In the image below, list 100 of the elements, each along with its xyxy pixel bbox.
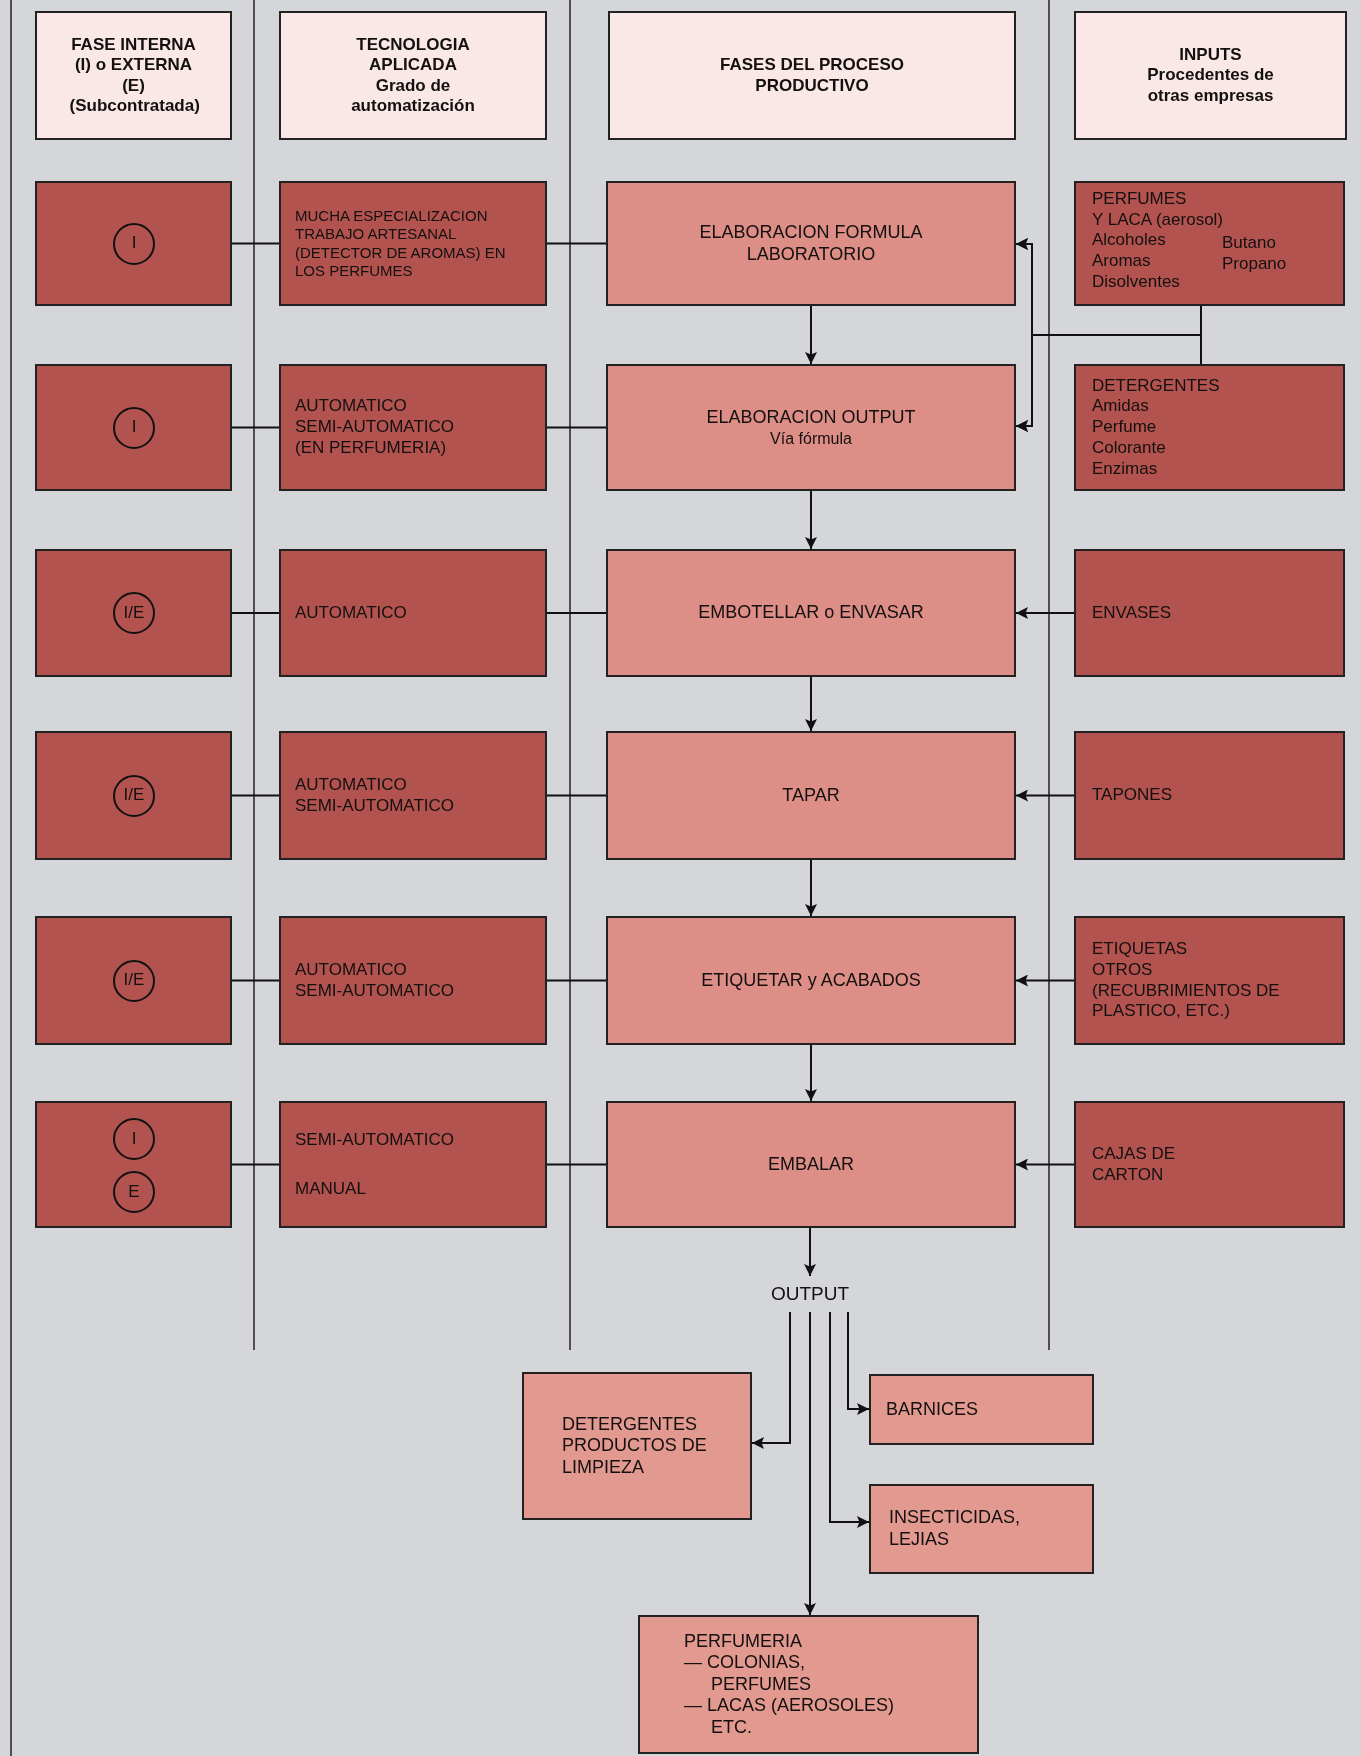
- box-text: ENVASES: [1092, 602, 1172, 624]
- box-text: FASE INTERNA (I) o EXTERNA (E) (Subcontratada): [69, 34, 198, 117]
- arrow: [1015, 789, 1075, 802]
- phase-type-circle: [113, 774, 155, 817]
- box-text: AUTOMATICO: [295, 959, 407, 981]
- box-text: PERFUMERIA: [684, 1630, 802, 1653]
- circle-label: I: [131, 233, 137, 254]
- input-box: [1074, 731, 1345, 860]
- arrow: [805, 305, 817, 365]
- phase-type-circle: [113, 592, 155, 634]
- box-text: Procedentes de otras empresas: [1146, 65, 1275, 107]
- box-text: (EN PERFUMERIA): [295, 437, 447, 459]
- box-text: OUTPUT: [770, 1283, 850, 1305]
- connector-line: [546, 612, 607, 614]
- box-text: Enzimas: [1092, 458, 1158, 480]
- box-text: ELABORACION OUTPUT: [706, 406, 916, 429]
- connector-line: [231, 612, 280, 614]
- box-text: (RECUBRIMIENTOS DE PLASTICO, ETC.): [1092, 980, 1281, 1022]
- box-text: MANUAL: [295, 1178, 366, 1200]
- circle-label: I/E: [123, 602, 145, 624]
- connector-line: [231, 426, 280, 429]
- circle-label: I/E: [123, 785, 145, 806]
- column-header: [1074, 11, 1347, 140]
- box-text: Alcoholes: [1092, 230, 1166, 252]
- box-text: DETERGENTES: [562, 1413, 698, 1436]
- technology-box: [279, 1101, 547, 1228]
- box-text: Y LACA (aerosol): [1092, 209, 1224, 231]
- process-box: [606, 181, 1016, 306]
- output-box: [638, 1615, 979, 1754]
- arrow: [1015, 974, 1075, 987]
- connector-line: [546, 242, 607, 245]
- box-text: AUTOMATICO: [295, 774, 407, 796]
- column-header: [608, 11, 1016, 140]
- box-text: AUTOMATICO: [295, 602, 407, 624]
- circle-label: E: [128, 1181, 140, 1203]
- output-box: [522, 1372, 752, 1520]
- connector-line: [546, 1163, 607, 1166]
- process-box: [606, 916, 1016, 1045]
- circle-label: I/E: [123, 970, 145, 991]
- connector-line: [231, 242, 280, 245]
- technology-box: [279, 181, 547, 306]
- input-box: [1074, 1101, 1345, 1228]
- input-box: [1074, 364, 1345, 491]
- box-text: TAPONES: [1092, 785, 1172, 806]
- phase-type-circle: [113, 222, 155, 265]
- arrow: [847, 1311, 870, 1415]
- arrow: [805, 490, 817, 550]
- arrow: [1015, 607, 1075, 619]
- connector-line: [546, 979, 607, 982]
- circle-label: I: [131, 1128, 137, 1150]
- box-text: EMBALAR: [768, 1153, 854, 1176]
- box-text: SEMI-AUTOMATICO: [295, 417, 454, 438]
- input-box: [1074, 916, 1345, 1045]
- phase-type-box: [35, 916, 232, 1045]
- phase-type-box: [35, 181, 232, 306]
- arrow: [805, 676, 817, 732]
- arrow: [804, 1227, 816, 1277]
- connector-line: [231, 979, 280, 982]
- phase-type-box: [35, 549, 232, 677]
- box-text: Propano: [1222, 254, 1287, 275]
- input-box: [1074, 181, 1345, 306]
- box-text: SEMI-AUTOMATICO: [295, 795, 454, 817]
- box-text: BARNICES: [886, 1398, 979, 1421]
- box-text: Butano: [1222, 233, 1276, 254]
- process-box: [606, 1101, 1016, 1228]
- arrow: [804, 1311, 816, 1616]
- box-text: FASES DEL PROCESO PRODUCTIVO: [719, 55, 905, 96]
- connector-line: [546, 426, 607, 429]
- box-text: MUCHA ESPECIALIZACION TRABAJO ARTESANAL (DETECTOR DE AROMAS) EN LOS PERFUMES: [295, 206, 507, 281]
- arrow: [1015, 334, 1202, 432]
- phase-type-circle: [113, 1118, 155, 1160]
- box-text: — LACAS (AEROSOLES) ETC.: [684, 1695, 896, 1739]
- arrow: [1015, 1158, 1075, 1171]
- box-text: ELABORACION FORMULA LABORATORIO: [698, 221, 924, 266]
- box-text: Disolventes: [1092, 271, 1180, 293]
- box-text: EMBOTELLAR o ENVASAR: [698, 602, 924, 624]
- technology-box: [279, 731, 547, 860]
- box-text: ETIQUETAR y ACABADOS: [701, 969, 921, 992]
- box-text: — COLONIAS, PERFUMES: [684, 1652, 812, 1696]
- phase-type-box: [35, 731, 232, 860]
- box-text: SEMI-AUTOMATICO: [295, 980, 454, 1002]
- box-text: PRODUCTOS DE LIMPIEZA: [562, 1435, 708, 1479]
- technology-box: [279, 916, 547, 1045]
- process-box: [606, 364, 1016, 491]
- box-text: CAJAS DE CARTON: [1092, 1143, 1177, 1186]
- arrow: [751, 1311, 791, 1449]
- phase-type-circle: [113, 959, 155, 1002]
- phase-type-circle: [113, 406, 155, 449]
- process-box: [606, 549, 1016, 677]
- box-text: PERFUMES: [1092, 189, 1187, 210]
- box-text: AUTOMATICO: [295, 396, 407, 418]
- connector-line: [231, 1163, 280, 1166]
- box-text: Aromas: [1092, 251, 1151, 272]
- input-box: [1074, 549, 1345, 677]
- box-text: Amidas: [1092, 396, 1149, 418]
- arrow: [805, 1044, 817, 1102]
- technology-box: [279, 364, 547, 491]
- circle-label: I: [131, 417, 137, 438]
- arrow: [805, 859, 817, 917]
- box-text: INSECTICIDAS, LEJIAS: [889, 1507, 1022, 1551]
